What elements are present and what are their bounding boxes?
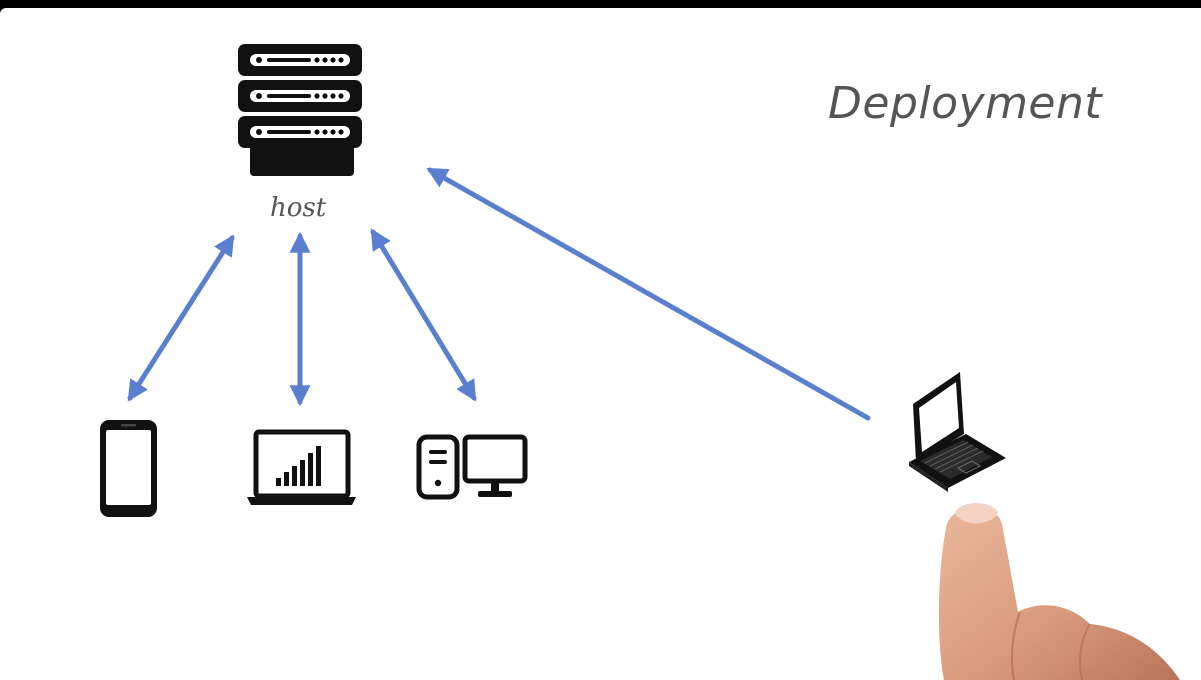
arrow-host-phone (127, 234, 235, 402)
smartphone-icon (100, 420, 157, 517)
slide-title: Deployment (828, 78, 1103, 129)
host-label: host (270, 193, 327, 223)
pointing-finger (938, 503, 1180, 680)
laptop-chart-icon (247, 429, 356, 505)
laptop-icon (909, 372, 1006, 492)
server-icon (238, 44, 362, 176)
arrow-developer-to-host (426, 167, 871, 421)
arrow-host-desktop (370, 228, 477, 402)
desktop-computer-icon (416, 434, 528, 500)
